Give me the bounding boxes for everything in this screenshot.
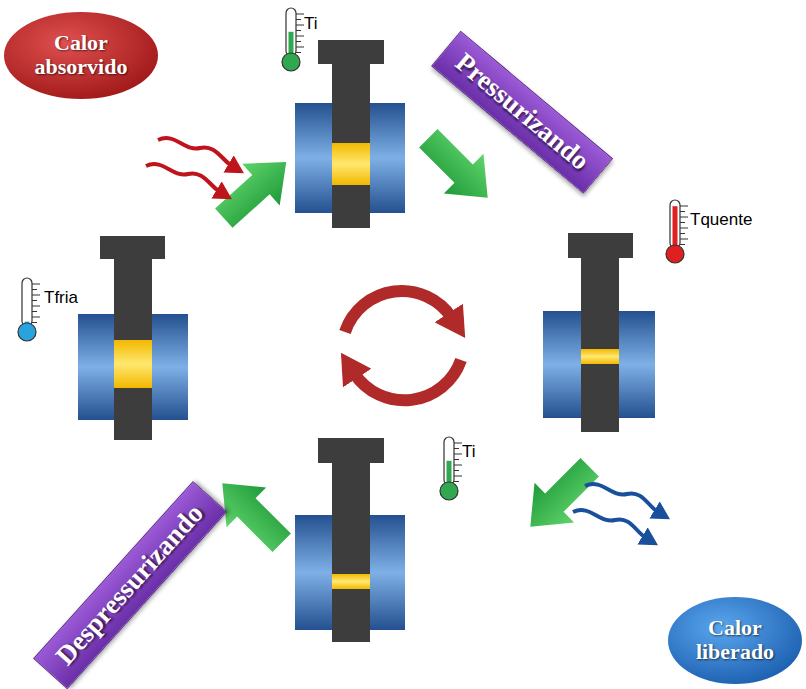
process-banner: Pressurizando xyxy=(431,31,612,194)
node-text: Calor absorvido xyxy=(35,31,128,79)
heat-released-ellipse: Calor liberado xyxy=(667,596,803,685)
temperature-label: Ti xyxy=(462,442,476,462)
thermometer-icon xyxy=(282,8,304,71)
temperature-label: Tfria xyxy=(44,288,78,308)
piston-bottom xyxy=(295,438,405,642)
node-text: Pressurizando xyxy=(449,48,594,176)
node-text: Despressurizando xyxy=(50,499,209,671)
thermometer-icon xyxy=(440,437,462,500)
temperature-label: Ti xyxy=(304,14,318,34)
temperature-label: Tquente xyxy=(690,210,752,230)
process-banner: Despressurizando xyxy=(33,481,227,689)
heat-absorbed-ellipse: Calor absorvido xyxy=(3,11,159,100)
cycle-arrows xyxy=(203,119,610,563)
cycle-symbol xyxy=(345,291,461,400)
piston-right xyxy=(543,233,655,432)
thermometer-icon xyxy=(666,200,688,263)
piston-left xyxy=(78,236,188,440)
thermometer-icon xyxy=(18,278,40,341)
heat-out-arrows xyxy=(573,484,658,538)
piston-top xyxy=(295,40,405,228)
node-text: Calor liberado xyxy=(696,616,774,664)
heat-in-arrows xyxy=(146,138,232,192)
